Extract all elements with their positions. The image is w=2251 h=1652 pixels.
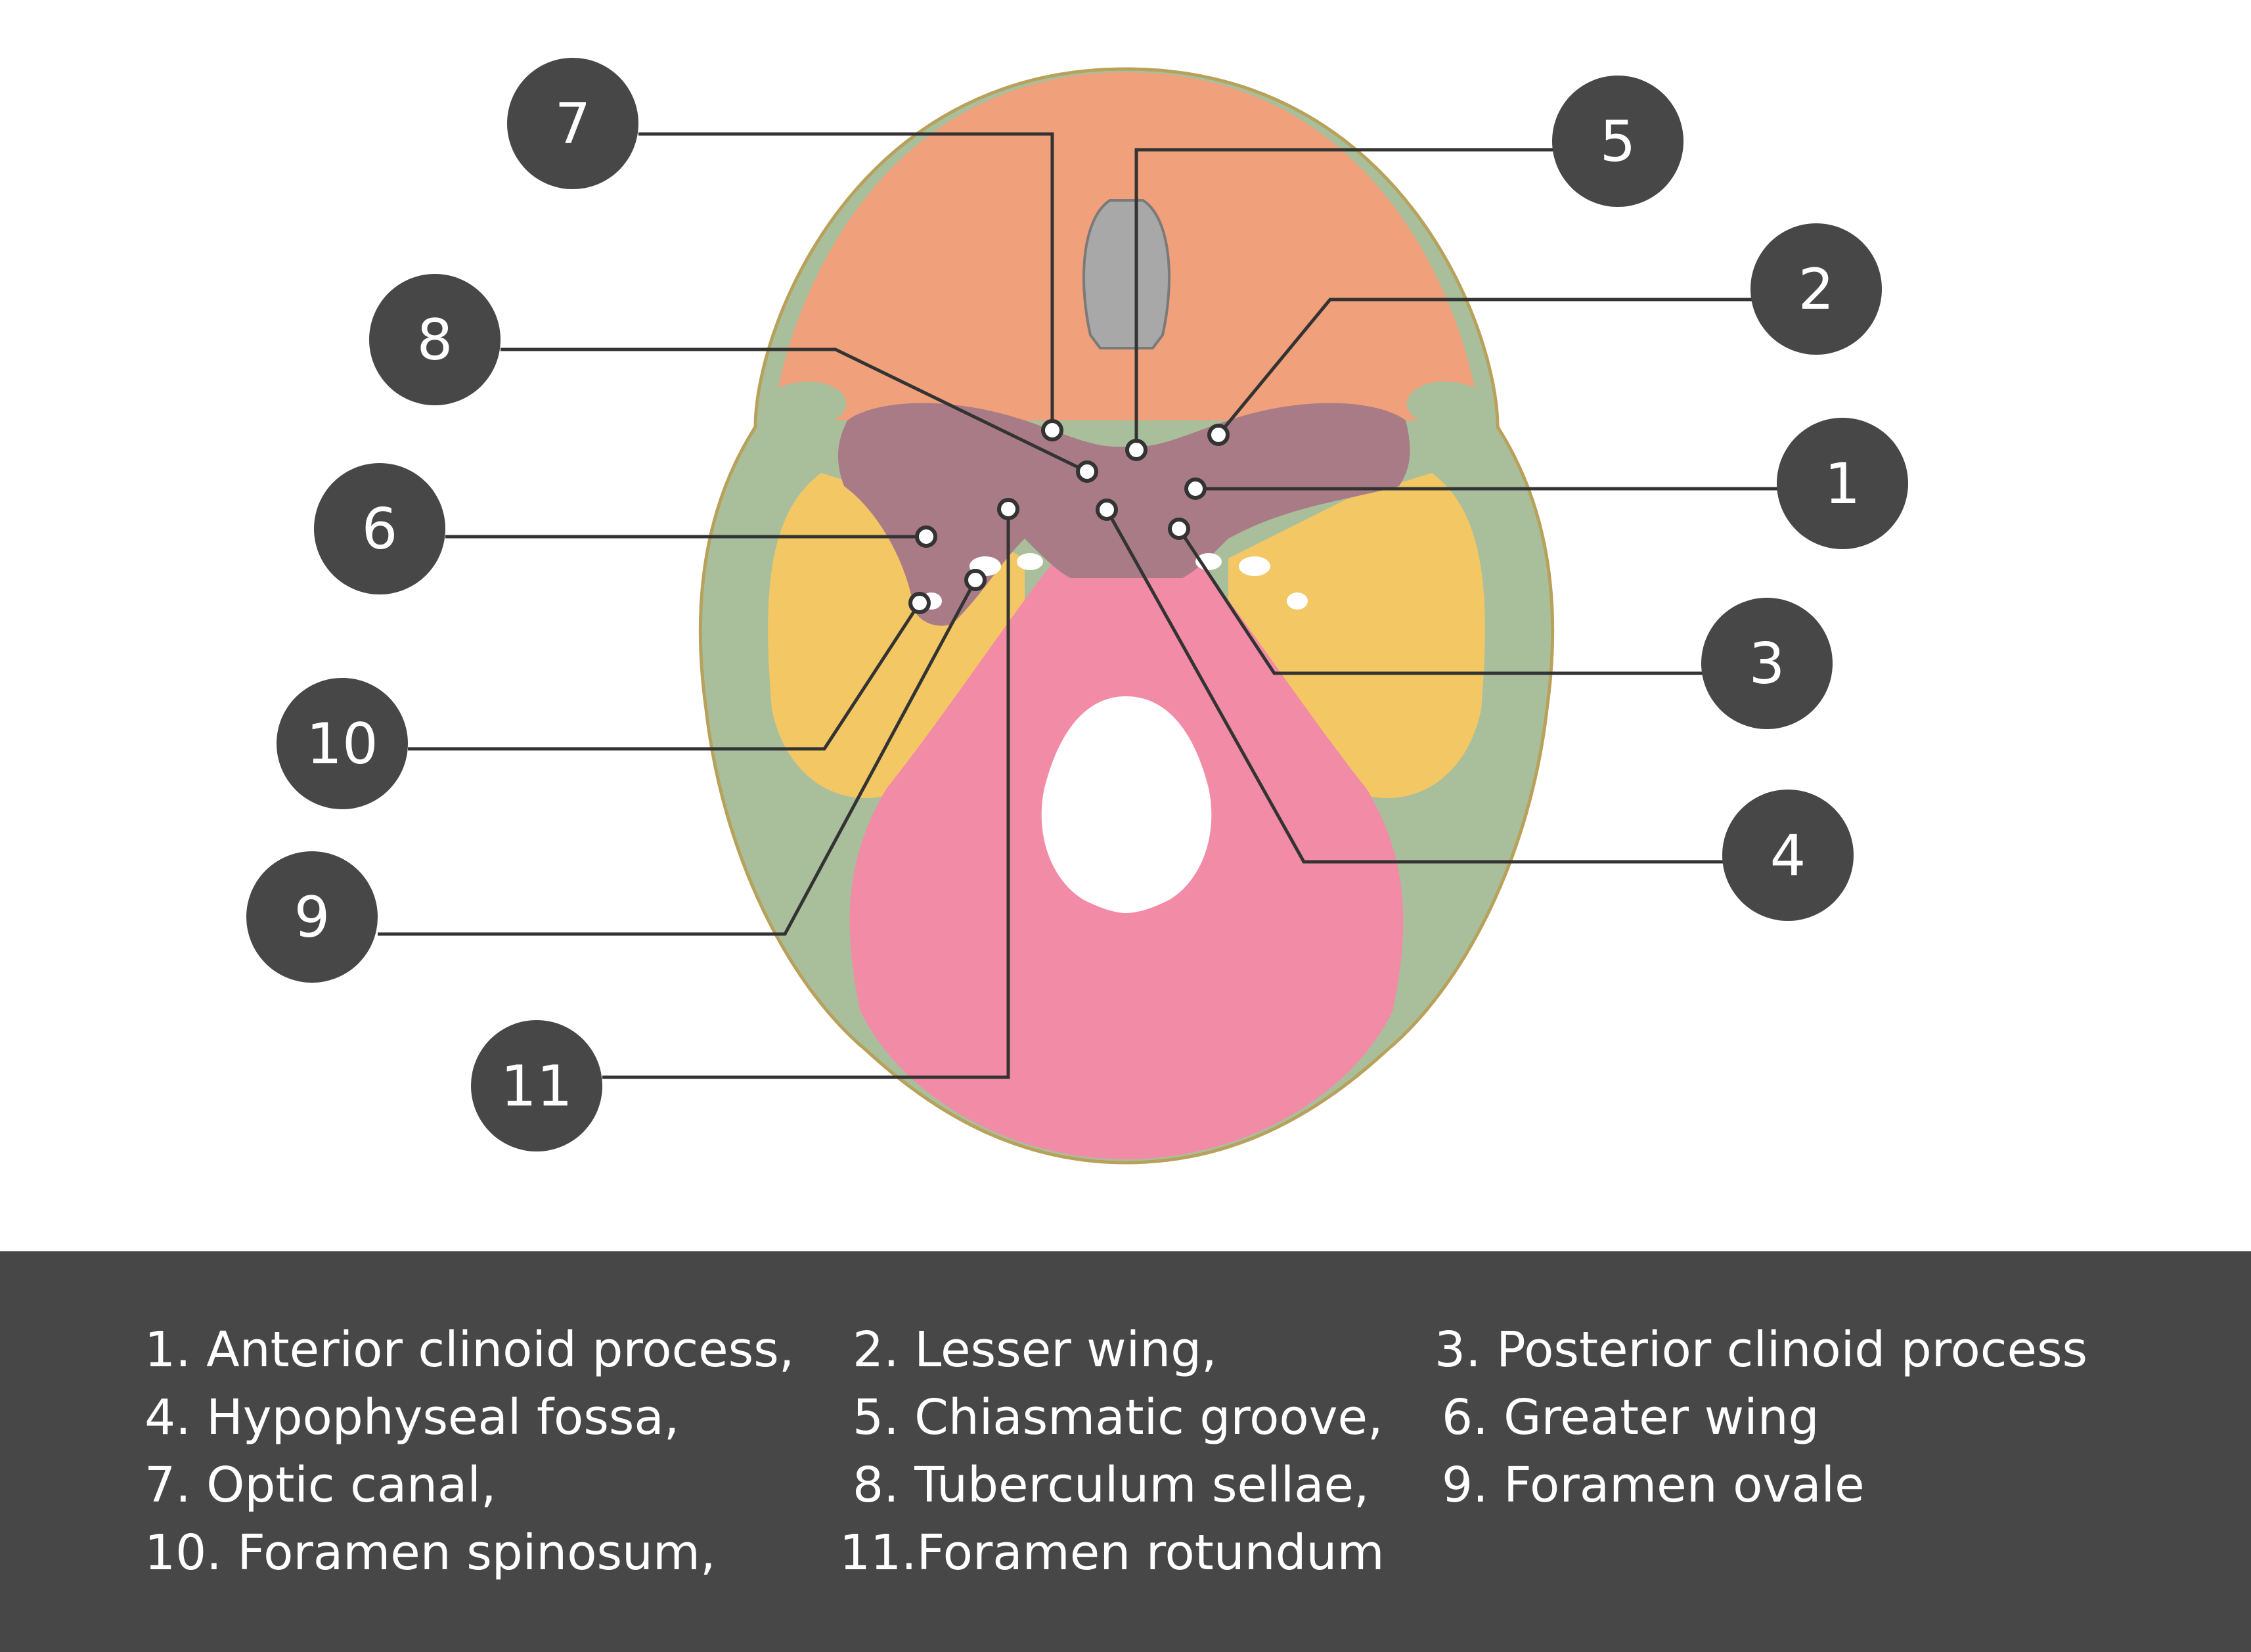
badge-circle-7 [507, 58, 638, 189]
legend-item-5: 5. Chiasmatic groove, [853, 1389, 1383, 1446]
badge-circle-10 [277, 678, 408, 809]
target-point-4 [1096, 499, 1118, 521]
number-badges: 1 2 3 4 5 6 7 8 9 10 11 [246, 58, 1908, 1151]
badge-circle-5 [1552, 76, 1683, 207]
badge-number-1: 1 [1825, 451, 1861, 517]
leader-line-7 [638, 132, 1054, 430]
badge-circle-4 [1722, 790, 1854, 921]
target-point-11 [997, 498, 1019, 520]
badge-4: 4 [1722, 790, 1854, 921]
legend-panel: 1. Anterior clinoid process, 2. Lesser w… [0, 1251, 2251, 1652]
badge-9: 9 [246, 851, 378, 983]
skull-base-diagram: 1 2 3 4 5 6 7 8 9 10 11 [246, 58, 1908, 1165]
leader-line-8 [501, 347, 1088, 474]
skull-illustration [698, 67, 1555, 1165]
legend-item-8: 8. Tuberculum sellae, [853, 1457, 1370, 1513]
badge-10: 10 [277, 678, 408, 809]
badge-8: 8 [369, 274, 501, 405]
target-point-3 [1168, 518, 1190, 540]
target-point-9 [964, 569, 987, 591]
foramen-right-2 [1287, 592, 1308, 610]
badge-number-7: 7 [555, 91, 591, 157]
badge-number-2: 2 [1798, 257, 1835, 323]
legend-item-7: 7. Optic canal, [145, 1457, 497, 1513]
target-point-1 [1184, 478, 1207, 500]
leader-line-5 [1134, 148, 1588, 450]
badge-2: 2 [1750, 223, 1882, 355]
crista-galli [1082, 199, 1170, 349]
legend-row-1: 1. Anterior clinoid process, 2. Lesser w… [0, 1317, 2251, 1383]
badge-circle-6 [314, 463, 445, 594]
badge-6: 6 [314, 463, 445, 594]
badge-circle-11 [471, 1020, 602, 1151]
badge-11: 11 [471, 1020, 602, 1151]
legend-item-10: 10. Foramen spinosum, [145, 1525, 716, 1581]
leader-line-9 [378, 579, 977, 936]
legend-item-11: 11.Foramen rotundum [839, 1525, 1385, 1581]
leader-line-10 [408, 602, 922, 751]
legend-row-3: 7. Optic canal, 8. Tuberculum sellae, 9.… [0, 1452, 2251, 1518]
badge-7: 7 [507, 58, 638, 189]
leader-lines [378, 132, 1813, 1079]
badge-number-3: 3 [1749, 631, 1785, 697]
legend-row-2: 4. Hypophyseal fossa, 5. Chiasmatic groo… [0, 1385, 2251, 1450]
foramen-right-1 [1239, 556, 1270, 576]
anatomical-points [908, 419, 1230, 614]
target-point-10 [908, 592, 931, 614]
badge-5: 5 [1552, 76, 1683, 207]
badge-circle-9 [246, 851, 378, 983]
badge-circle-1 [1777, 418, 1908, 549]
target-point-5 [1125, 439, 1148, 461]
badge-number-8: 8 [417, 307, 453, 373]
legend-item-9: 9. Foramen ovale [1442, 1457, 1865, 1513]
legend-item-1: 1. Anterior clinoid process, [145, 1322, 795, 1378]
foramen-magnum [1041, 696, 1212, 913]
leader-line-11 [602, 509, 1010, 1079]
target-point-7 [1041, 419, 1063, 441]
target-point-6 [915, 525, 937, 548]
legend-row-4: 10. Foramen spinosum, 11.Foramen rotundu… [0, 1520, 2251, 1586]
badge-circle-8 [369, 274, 501, 405]
badge-3: 3 [1701, 598, 1833, 729]
badge-number-10: 10 [306, 711, 378, 777]
badge-number-4: 4 [1770, 823, 1806, 889]
leader-line-2 [1217, 298, 1787, 436]
target-point-8 [1076, 460, 1098, 483]
leader-line-3 [1177, 527, 1737, 675]
badge-number-5: 5 [1600, 109, 1636, 175]
target-point-2 [1207, 424, 1230, 446]
temporal-right [1228, 473, 1485, 798]
badge-number-11: 11 [501, 1054, 572, 1119]
badge-number-6: 6 [362, 497, 398, 562]
legend-item-2: 2. Lesser wing, [853, 1322, 1217, 1378]
legend-item-6: 6. Greater wing [1442, 1389, 1819, 1446]
badge-number-9: 9 [294, 885, 330, 950]
foramen-left-3 [1017, 553, 1043, 570]
badge-circle-2 [1750, 223, 1882, 355]
badge-1: 1 [1777, 418, 1908, 549]
leader-line-4 [1105, 508, 1758, 864]
badge-circle-3 [1701, 598, 1833, 729]
legend-item-4: 4. Hypophyseal fossa, [145, 1389, 680, 1446]
legend-item-3: 3. Posterior clinoid process [1435, 1322, 2088, 1378]
